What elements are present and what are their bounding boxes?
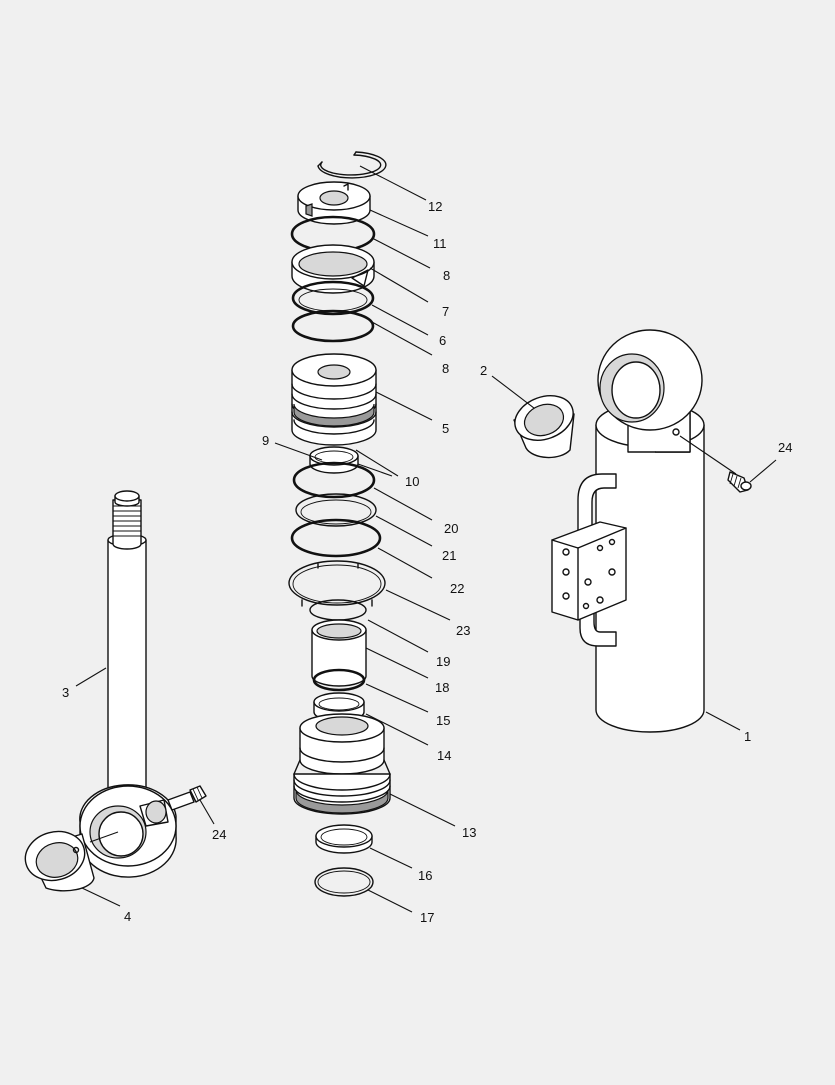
callout-15: 15 [436,713,450,728]
callout-7: 7 [442,304,449,319]
callout-13: 13 [462,825,476,840]
callout-18: 18 [435,680,449,695]
o-ring-8-lower-part [291,309,375,343]
callout-24-right: 24 [778,440,792,455]
callout-8-upper: 8 [443,268,450,283]
callout-labels: 1 2 3 4 5 6 7 8 8 9 10 11 12 13 14 15 16… [62,199,792,925]
callout-16: 16 [418,868,432,883]
callout-3: 3 [62,685,69,700]
leader-lines [75,165,777,913]
callout-24-left: 24 [212,827,226,842]
callout-9: 9 [262,433,269,448]
piston-rod-part [79,490,207,878]
callout-8-lower: 8 [442,361,449,376]
callout-11: 11 [433,236,447,251]
nut-11-part [297,181,371,225]
retaining-ring-23-part [288,560,386,607]
callout-20: 20 [444,521,458,536]
callout-23: 23 [456,623,470,638]
callout-12: 12 [428,199,442,214]
callout-5: 5 [442,421,449,436]
gland-13-part [293,713,391,815]
seal-15-part [312,668,366,692]
rod-bushing-part [24,830,95,892]
callout-21: 21 [442,548,456,563]
callout-4: 4 [124,909,131,924]
seal-10-part [309,446,359,474]
seal-16-part [315,824,373,854]
callout-1: 1 [744,729,751,744]
callout-10: 10 [405,474,419,489]
callout-17: 17 [420,910,434,925]
callout-6: 6 [439,333,446,348]
snap-ring-17-part [314,867,374,897]
callout-14: 14 [437,748,451,763]
cylinder-barrel-part [551,329,705,733]
eye-bushing-part [513,395,575,459]
bushing-18-part [311,619,367,687]
ring-21-part [295,493,377,527]
callout-19: 19 [436,654,450,669]
callout-22: 22 [450,581,464,596]
o-ring-22-part [290,518,382,558]
piston-5-part [291,353,377,446]
callout-2: 2 [480,363,487,378]
o-ring-20-part [292,461,376,499]
grease-fitting-right-part [727,471,752,493]
